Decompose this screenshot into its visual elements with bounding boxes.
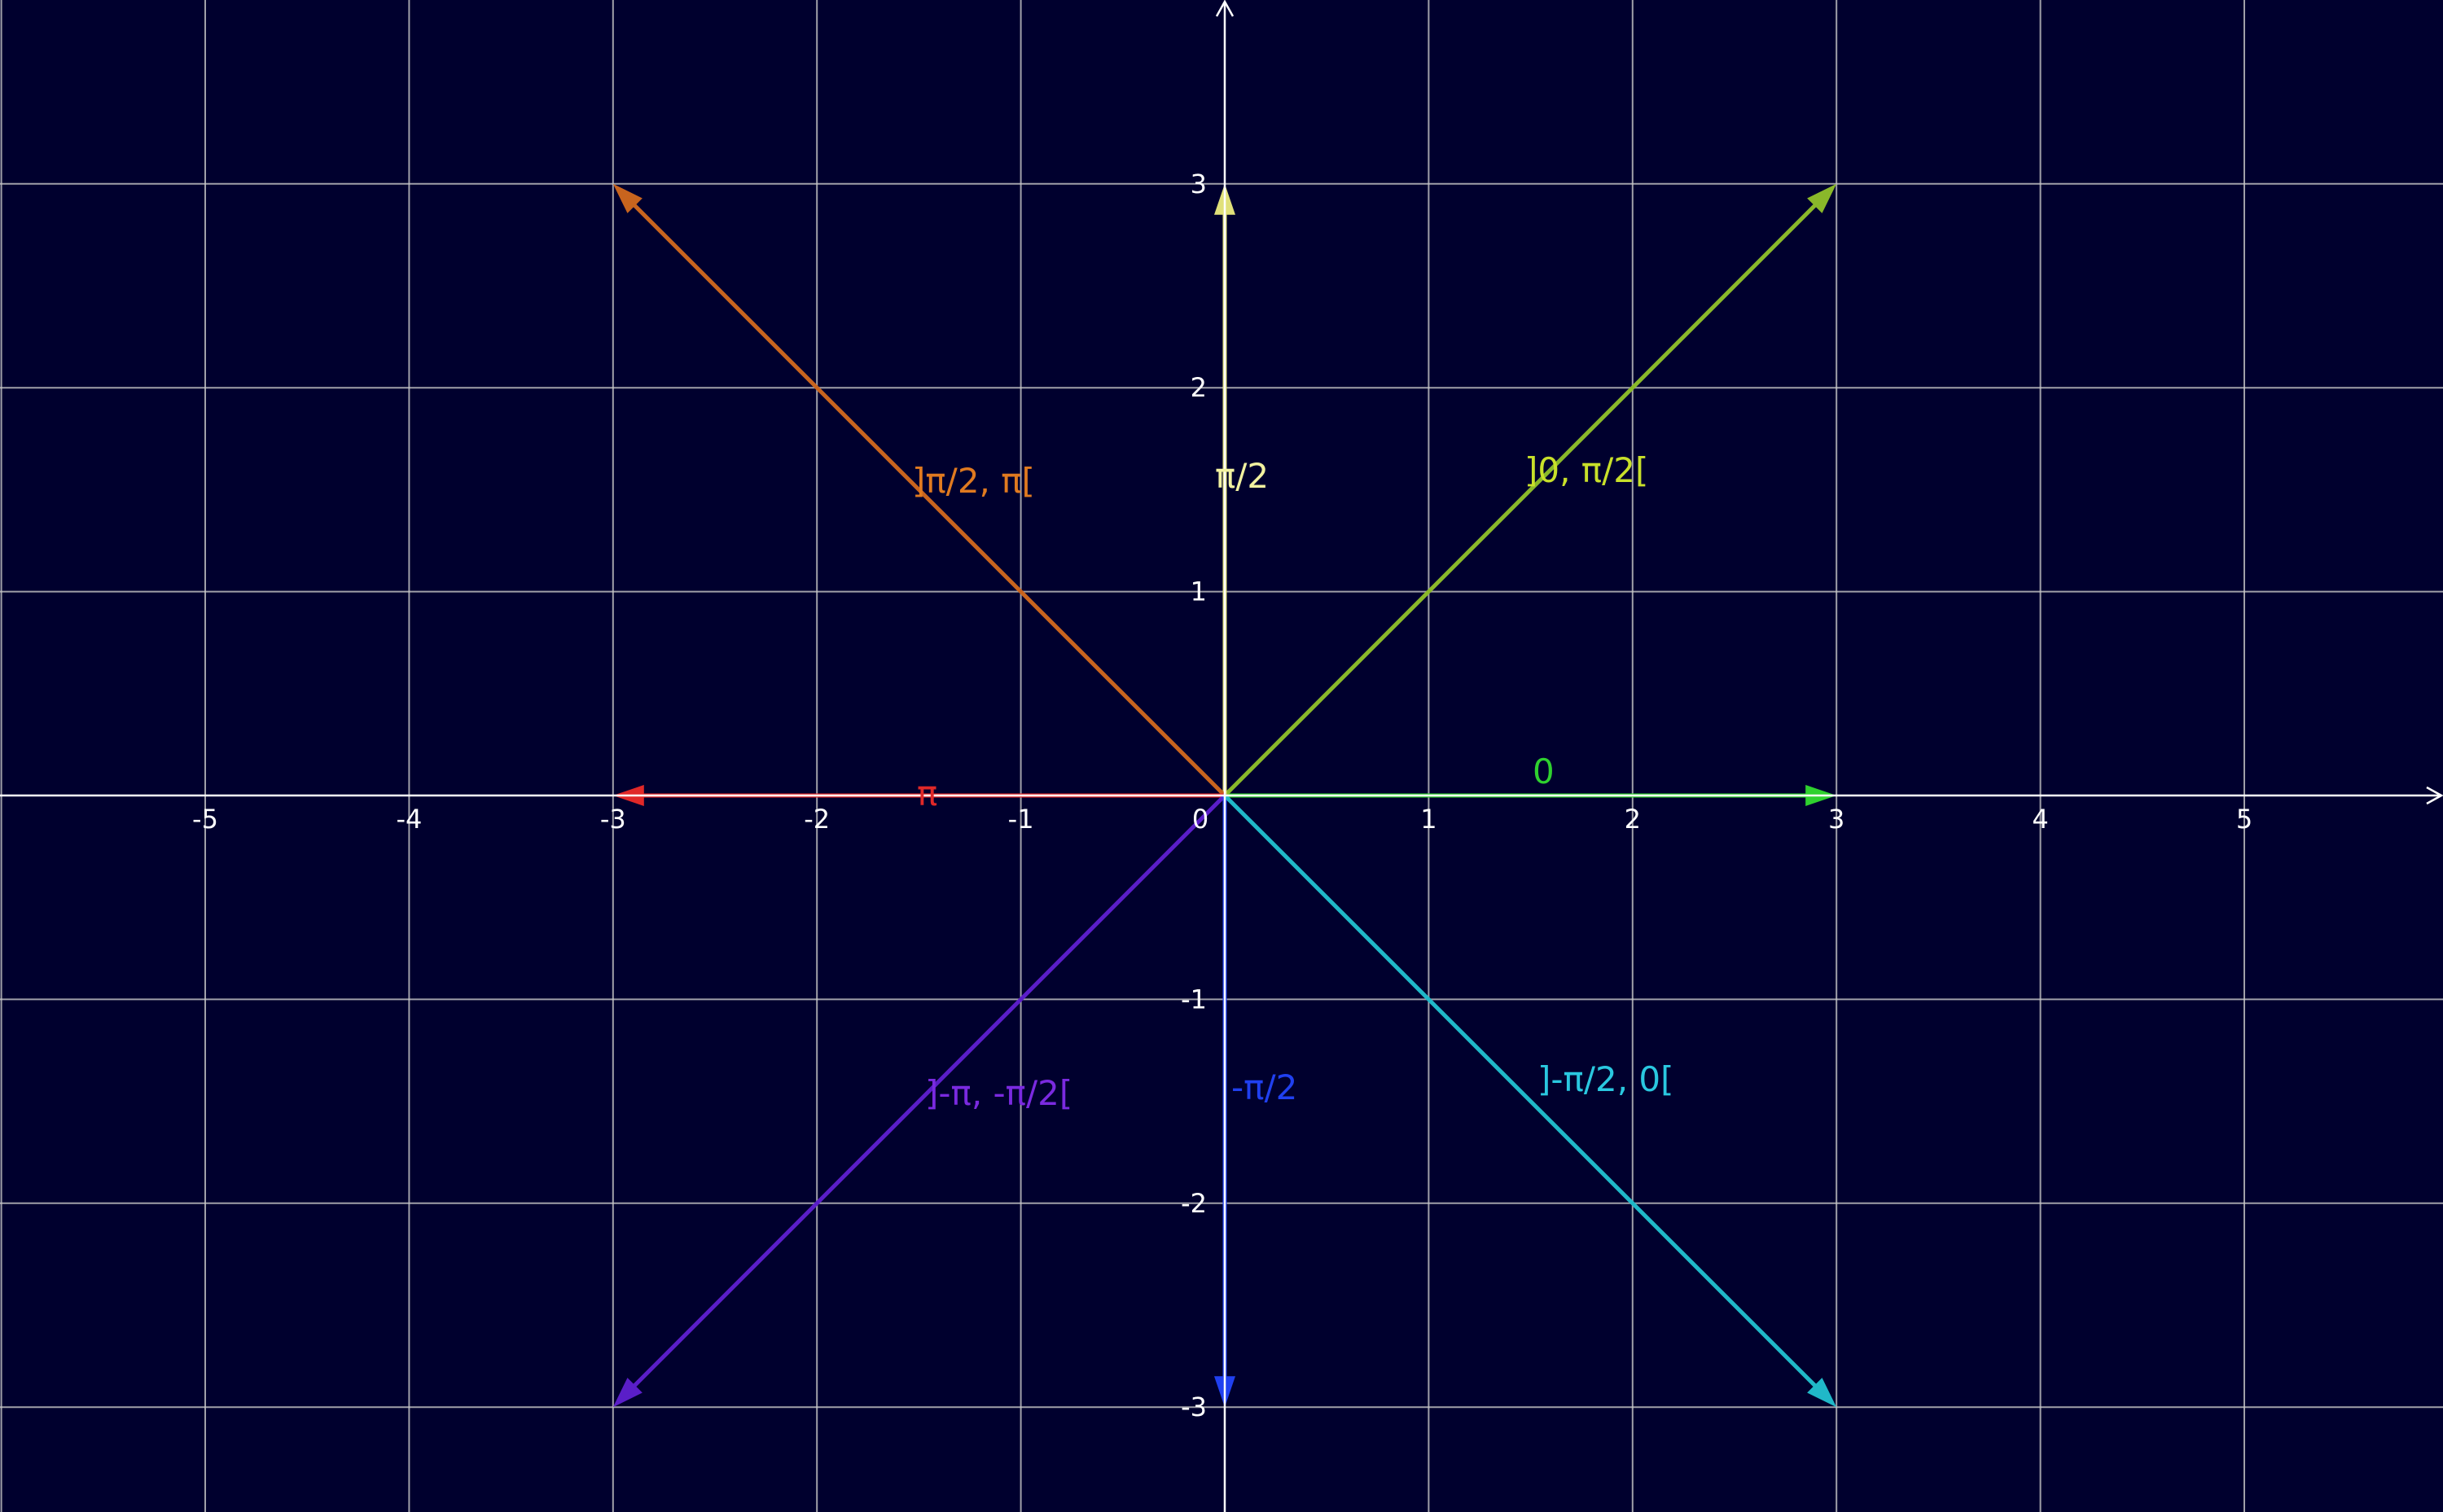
- vector-q1-arrowhead-icon: [1807, 183, 1837, 213]
- vector-q2-arrowhead-icon: [612, 183, 643, 213]
- vector-label-q1: ]0, π/2[: [1524, 450, 1648, 490]
- x-tick-label: -1: [1008, 804, 1034, 835]
- vector-q3-arrowhead-icon: [612, 1378, 643, 1408]
- y-tick-label: 3: [1191, 169, 1207, 199]
- vector-q1: [1223, 202, 1818, 797]
- vector-label-q4: ]-π/2, 0[: [1537, 1059, 1674, 1099]
- x-tick-label: 3: [1828, 804, 1844, 835]
- y-tick-label: -3: [1181, 1391, 1207, 1422]
- x-tick-label: 0: [1192, 804, 1208, 835]
- vector-labels-group: 0 ]0, π/2[ π/2 ]π/2, π[ π ]-π, -π/2[ -π/2 ]-π/2…: [912, 450, 1674, 1113]
- x-axis-arrow-icon: [2426, 786, 2443, 805]
- y-tick-label: 1: [1191, 576, 1207, 607]
- y-tick-label: 2: [1191, 372, 1207, 403]
- x-tick-label: 2: [1625, 804, 1641, 835]
- x-tick-label: -5: [192, 804, 218, 835]
- vector-label-q3: ]-π, -π/2[: [925, 1073, 1072, 1113]
- vector-q4: [1223, 794, 1818, 1389]
- vector-label-q2: ]π/2, π[: [912, 461, 1035, 501]
- x-tick-label: 4: [2032, 804, 2048, 835]
- vector-label-half-pi: π/2: [1215, 456, 1269, 496]
- vector-label-neg-half-pi: -π/2: [1231, 1067, 1297, 1107]
- x-tick-label: 5: [2236, 804, 2252, 835]
- x-tick-label: -4: [396, 804, 422, 835]
- vector-q3: [631, 794, 1226, 1389]
- tick-labels-group: -5 -4 -3 -2 -1 0 1 2 3 4 5 -3 -2 -1 1 2 3: [192, 169, 2252, 1422]
- x-tick-label: 1: [1420, 804, 1436, 835]
- y-tick-label: -1: [1181, 984, 1207, 1015]
- y-tick-label: -2: [1181, 1188, 1207, 1219]
- vector-q4-arrowhead-icon: [1807, 1378, 1837, 1408]
- vector-q2: [631, 202, 1226, 797]
- vector-label-pi: π: [917, 774, 937, 813]
- vector-label-zero: 0: [1533, 752, 1555, 791]
- x-tick-label: -3: [600, 804, 626, 835]
- y-axis-arrow-icon: [1215, 0, 1235, 17]
- x-tick-label: -2: [804, 804, 830, 835]
